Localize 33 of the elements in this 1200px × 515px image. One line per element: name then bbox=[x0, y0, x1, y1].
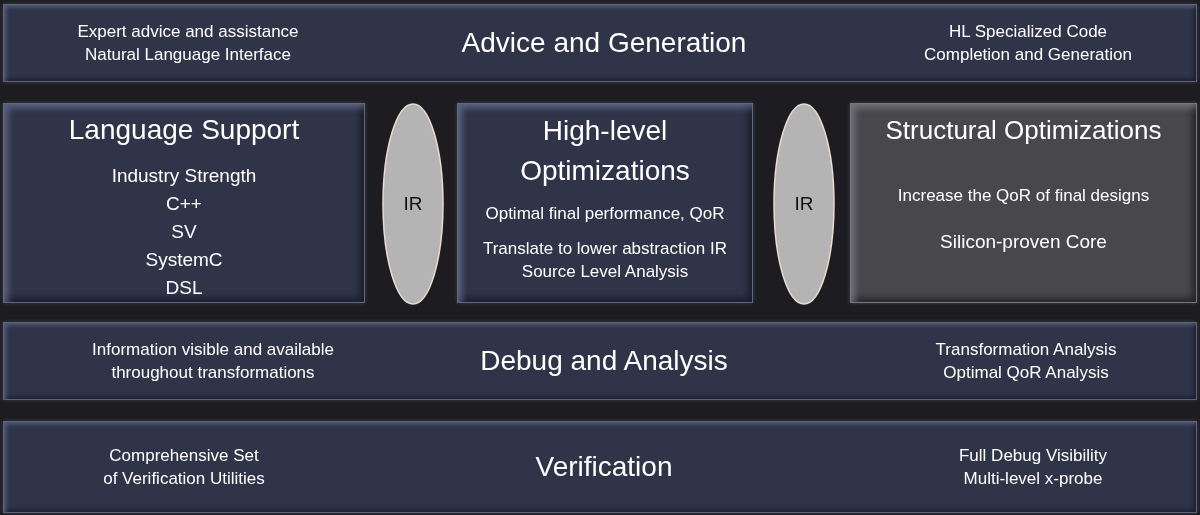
layer-title: Advice and Generation bbox=[461, 27, 747, 58]
module-text: Translate to lower abstraction IR bbox=[482, 239, 728, 258]
module-text: SV bbox=[171, 221, 197, 242]
module-panel bbox=[3, 103, 365, 303]
module-text: Industry Strength bbox=[111, 165, 257, 186]
module-text: SystemC bbox=[145, 249, 223, 270]
feature-text: Comprehensive Set of Verification Utilities bbox=[103, 446, 265, 488]
feature-text: Optimal QoR Analysis bbox=[943, 363, 1109, 382]
layer-panel bbox=[3, 421, 1197, 513]
feature-text: Full Debug Visibility bbox=[959, 446, 1107, 465]
ellipse-label: IR bbox=[793, 193, 815, 215]
layer-panel bbox=[3, 322, 1197, 400]
module-panel bbox=[850, 103, 1197, 303]
layer-title: Verification bbox=[535, 451, 673, 482]
feature-text: Transformation Analysis bbox=[935, 340, 1117, 359]
module-text: C++ bbox=[166, 193, 202, 214]
feature-text: Information visible and available throughout transformations bbox=[92, 340, 334, 382]
module-text: DSL bbox=[165, 277, 203, 298]
ellipse-label: IR bbox=[402, 193, 424, 215]
layer-panel bbox=[3, 4, 1197, 82]
module-text: Source Level Analysis bbox=[521, 262, 689, 281]
module-title: Language Support bbox=[68, 114, 300, 145]
module-title: High-level Optimizations bbox=[520, 115, 690, 186]
module-text: Increase the QoR of final designs bbox=[897, 186, 1150, 205]
module-text: Silicon-proven Core bbox=[940, 231, 1107, 252]
feature-text: HL Specialized Code Completion and Generation bbox=[924, 22, 1132, 64]
feature-text: Multi-level x-probe bbox=[963, 469, 1103, 488]
feature-text: Expert advice and assistance bbox=[77, 22, 299, 41]
feature-text: Natural Language Interface bbox=[84, 45, 291, 64]
module-panel bbox=[457, 103, 753, 303]
module-text: Optimal final performance, QoR bbox=[485, 204, 725, 223]
layer-title: Debug and Analysis bbox=[480, 345, 728, 376]
module-title: Structural Optimizations bbox=[885, 115, 1162, 145]
